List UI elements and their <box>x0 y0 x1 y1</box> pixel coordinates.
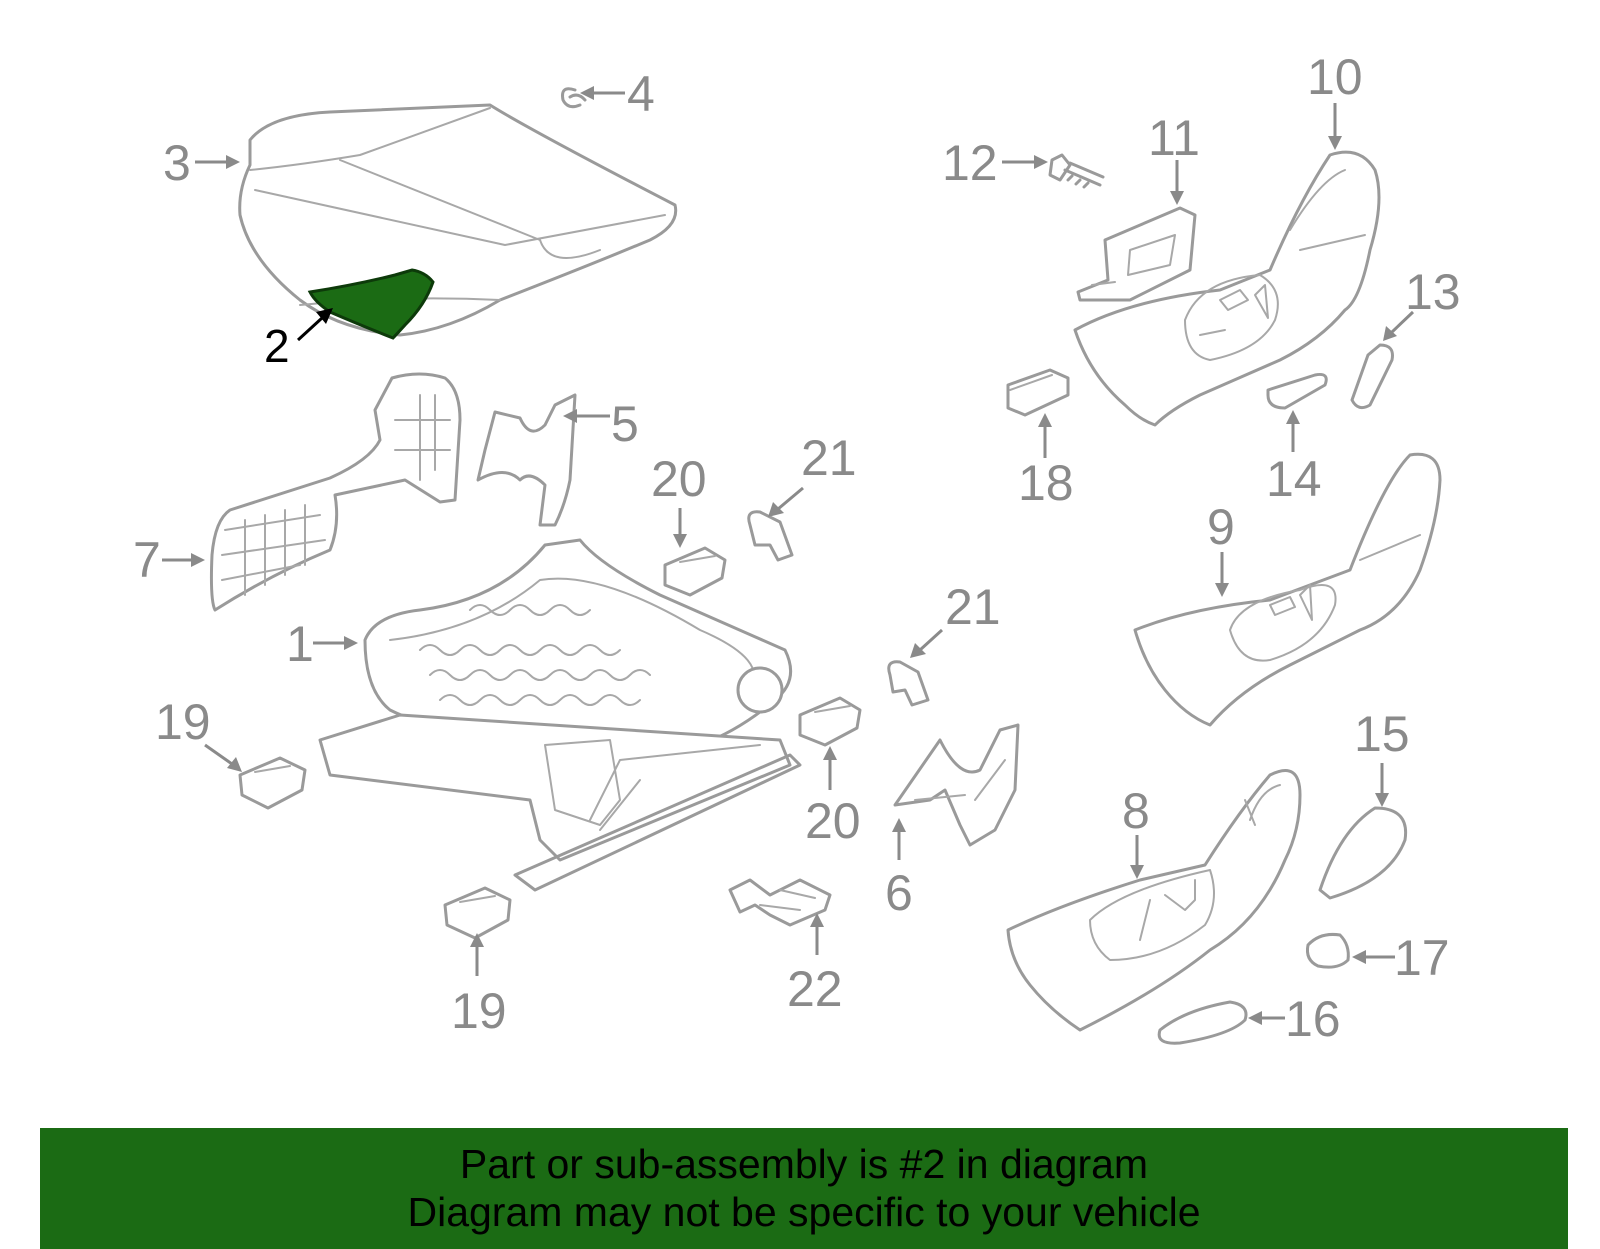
part-22-actuator[interactable] <box>728 878 832 927</box>
part-14-switch-knob[interactable] <box>1266 373 1328 410</box>
callout-10: 10 <box>1307 49 1363 105</box>
callout-7: 7 <box>133 532 161 588</box>
callout-14: 14 <box>1266 451 1322 507</box>
leader-lines <box>162 86 1415 1025</box>
callout-9: 9 <box>1207 499 1235 555</box>
callout-21-lower: 21 <box>945 579 1001 635</box>
part-21-clip-upper[interactable] <box>747 510 794 562</box>
callout-15: 15 <box>1354 706 1410 762</box>
callout-4: 4 <box>627 66 655 122</box>
callout-12: 12 <box>942 135 998 191</box>
callout-2: 2 <box>264 320 290 372</box>
callout-19-bottom: 19 <box>451 983 507 1039</box>
part-1-seat-frame[interactable] <box>318 538 802 892</box>
part-11-switch-assembly[interactable] <box>1076 206 1197 302</box>
seat-parts-diagram: 3 4 2 7 5 1 20 21 20 21 6 19 19 22 12 11… <box>133 49 1461 1047</box>
callout-8: 8 <box>1122 783 1150 839</box>
part-16-handle[interactable] <box>1157 1000 1248 1045</box>
part-19-cap-left[interactable] <box>238 756 307 810</box>
callout-16: 16 <box>1285 991 1341 1047</box>
part-18-switch[interactable] <box>1006 368 1070 417</box>
part-3-cushion-pad[interactable] <box>238 103 678 337</box>
callout-11: 11 <box>1148 110 1200 166</box>
callout-20-lower: 20 <box>805 793 861 849</box>
callout-5: 5 <box>611 396 639 452</box>
callout-6: 6 <box>885 865 913 921</box>
callout-17: 17 <box>1394 930 1450 986</box>
part-15-knob[interactable] <box>1318 806 1408 900</box>
part-7-side-panel[interactable] <box>209 372 462 612</box>
callout-22: 22 <box>787 961 843 1017</box>
info-banner: Part or sub-assembly is #2 in diagram Di… <box>40 1128 1568 1249</box>
part-8-inner-shield[interactable] <box>1006 769 1302 1032</box>
part-20-bracket-lower[interactable] <box>798 696 862 747</box>
banner-line-1: Part or sub-assembly is #2 in diagram <box>459 1141 1149 1187</box>
part-4-clip[interactable] <box>561 87 587 109</box>
part-21-clip-lower[interactable] <box>887 660 930 707</box>
part-9-shield[interactable] <box>1133 452 1442 727</box>
callout-18: 18 <box>1018 455 1074 511</box>
part-19-cap-bottom[interactable] <box>443 886 512 940</box>
callout-20-upper: 20 <box>651 451 707 507</box>
callout-13: 13 <box>1405 264 1461 320</box>
part-20-bracket-upper[interactable] <box>663 546 727 597</box>
callout-21-upper: 21 <box>801 430 857 486</box>
callout-1: 1 <box>286 616 314 672</box>
callout-3: 3 <box>163 135 191 191</box>
part-10-outer-shield[interactable] <box>1073 150 1381 427</box>
part-12-bolt[interactable] <box>1048 153 1105 189</box>
part-17-clip[interactable] <box>1306 933 1350 969</box>
part-13-trim[interactable] <box>1350 343 1394 410</box>
part-6-bracket[interactable] <box>893 723 1020 847</box>
banner-line-2: Diagram may not be specific to your vehi… <box>407 1189 1201 1235</box>
callout-19-left: 19 <box>155 694 211 750</box>
part-5-bracket[interactable] <box>476 393 577 527</box>
